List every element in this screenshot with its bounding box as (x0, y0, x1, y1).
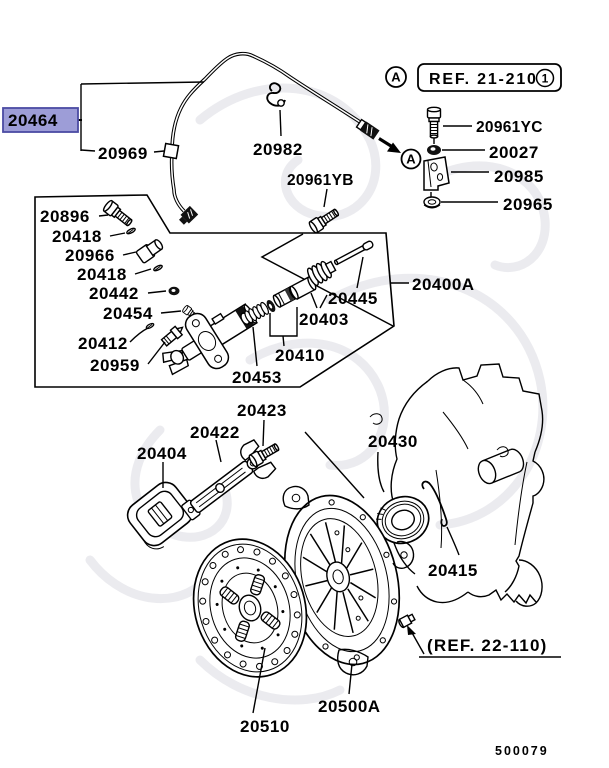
footer-ref-text: (REF. 22-110) (427, 636, 547, 655)
cylinder-kit-parts (240, 240, 374, 325)
clutch-pipe: A (162, 51, 422, 225)
part-labels: 20969 20982 20961YB 20961YC 20027 20985 … (40, 119, 553, 736)
pipe-joint (162, 142, 180, 160)
clutch-disc (192, 538, 308, 678)
part-label-20418b: 20418 (77, 265, 127, 284)
transmission-housing (369, 363, 545, 607)
part-label-20896: 20896 (40, 207, 90, 226)
header-reference: A REF. 21-210 1 (385, 63, 562, 92)
fork-boot (126, 481, 194, 550)
part-label-20966: 20966 (65, 246, 115, 265)
part-label-20965: 20965 (503, 195, 553, 214)
header-ref-number: 1 (542, 72, 549, 86)
pointer-arrow-head (387, 142, 401, 153)
small-parts (101, 198, 203, 347)
drain-plug (398, 613, 416, 629)
part-label-20510: 20510 (240, 717, 290, 736)
part-label-20982: 20982 (253, 140, 303, 159)
part-label-20423: 20423 (237, 401, 287, 420)
part-label-20415: 20415 (428, 561, 478, 580)
part-label-20454: 20454 (103, 304, 153, 323)
part-label-20445: 20445 (328, 289, 378, 308)
pipe-end-fitting-upper (355, 118, 380, 140)
part-label-20422: 20422 (190, 423, 240, 442)
pipe-end-fitting-lower (179, 205, 199, 225)
pipe-callout-letter: A (406, 152, 416, 167)
clutch-cover (282, 485, 415, 676)
damper-parts (423, 106, 450, 209)
part-label-20418a: 20418 (52, 227, 102, 246)
header-ref-text: REF. 21-210 (429, 71, 538, 88)
pointer-arrow-shaft (378, 137, 392, 148)
part-label-20985: 20985 (494, 167, 544, 186)
parts-group-box (34, 194, 395, 388)
part-label-20500A: 20500A (318, 697, 381, 716)
background-watermark (85, 83, 550, 705)
leader-lines (68, 81, 498, 714)
drawing-number: 500079 (495, 744, 549, 758)
highlighted-part-box[interactable] (2, 107, 79, 133)
part-label-20430: 20430 (368, 432, 418, 451)
header-callout-letter: A (391, 70, 401, 85)
highlighted-part[interactable]: 20464 (2, 107, 79, 133)
part-label-20464[interactable]: 20464 (8, 111, 58, 130)
release-bearing (372, 495, 430, 545)
part-label-20412: 20412 (78, 334, 128, 353)
pipe-clip (266, 82, 286, 107)
part-label-20410: 20410 (275, 346, 325, 365)
part-label-20400A: 20400A (412, 275, 475, 294)
part-label-20027: 20027 (489, 143, 539, 162)
return-clip (421, 480, 448, 527)
part-label-20453: 20453 (232, 368, 282, 387)
pipe-callout-circle (400, 148, 422, 170)
part-label-20959: 20959 (90, 356, 140, 375)
part-label-20961YB: 20961YB (287, 172, 354, 189)
ref-arrow-head (407, 625, 416, 635)
part-label-20969: 20969 (98, 144, 148, 163)
part-label-20442: 20442 (89, 284, 139, 303)
part-label-20961YC: 20961YC (476, 119, 543, 136)
part-label-20403: 20403 (299, 310, 349, 329)
part-label-20404: 20404 (137, 444, 187, 463)
